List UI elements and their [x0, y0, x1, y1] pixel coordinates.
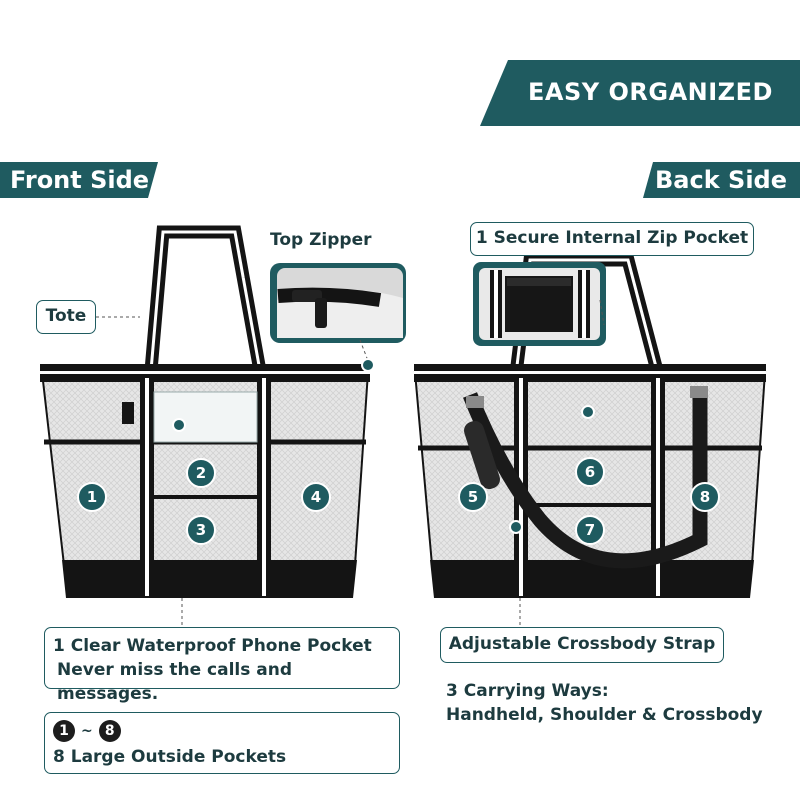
large-pockets-callout: 1 ~ 8 8 Large Outside Pockets: [44, 712, 400, 774]
top-zipper-label: Top Zipper: [270, 230, 372, 250]
carrying-ways-detail: Handheld, Shoulder & Crossbody: [446, 705, 763, 725]
pocket-number-1: 1: [77, 482, 107, 512]
carrying-ways-title: 3 Carrying Ways:: [446, 681, 609, 701]
pocket-number-3: 3: [186, 515, 216, 545]
carrying-ways-text: 3 Carrying Ways: Handheld, Shoulder & Cr…: [446, 679, 763, 727]
internal-zip-pocket-inset: [473, 262, 606, 346]
tote-label: Tote: [36, 300, 96, 334]
phone-pocket-marker: [172, 418, 186, 432]
pocket-number-4: 4: [301, 482, 331, 512]
crossbody-marker: [509, 520, 523, 534]
range-end-badge: 8: [98, 720, 121, 742]
range-start-badge: 1: [53, 720, 75, 742]
banner-title: EASY ORGANIZED: [528, 78, 773, 106]
pocket-number-2: 2: [186, 458, 216, 488]
crossbody-strap-label: Adjustable Crossbody Strap: [440, 627, 724, 663]
pocket-number-7: 7: [575, 515, 605, 545]
pocket-number-5: 5: [458, 482, 488, 512]
pocket-range: 1 ~ 8: [53, 717, 399, 745]
pocket-number-6: 6: [575, 457, 605, 487]
phone-pocket-title: 1 Clear Waterproof Phone Pocket: [53, 636, 372, 656]
zip-pocket-label: 1 Secure Internal Zip Pocket: [470, 222, 754, 256]
front-side-tag: Front Side: [0, 162, 158, 198]
range-separator: ~: [81, 723, 93, 739]
phone-pocket-subtitle: Never miss the calls and messages.: [57, 660, 293, 704]
phone-pocket-callout: 1 Clear Waterproof Phone Pocket Never mi…: [44, 627, 400, 704]
top-zipper-inset: [270, 263, 406, 367]
back-side-tag: Back Side: [643, 162, 800, 198]
banner-background: [480, 60, 800, 126]
zip-pocket-marker: [581, 405, 595, 419]
pocket-number-8: 8: [690, 482, 720, 512]
large-pockets-text: 8 Large Outside Pockets: [53, 747, 287, 767]
zipper-marker: [361, 358, 375, 372]
